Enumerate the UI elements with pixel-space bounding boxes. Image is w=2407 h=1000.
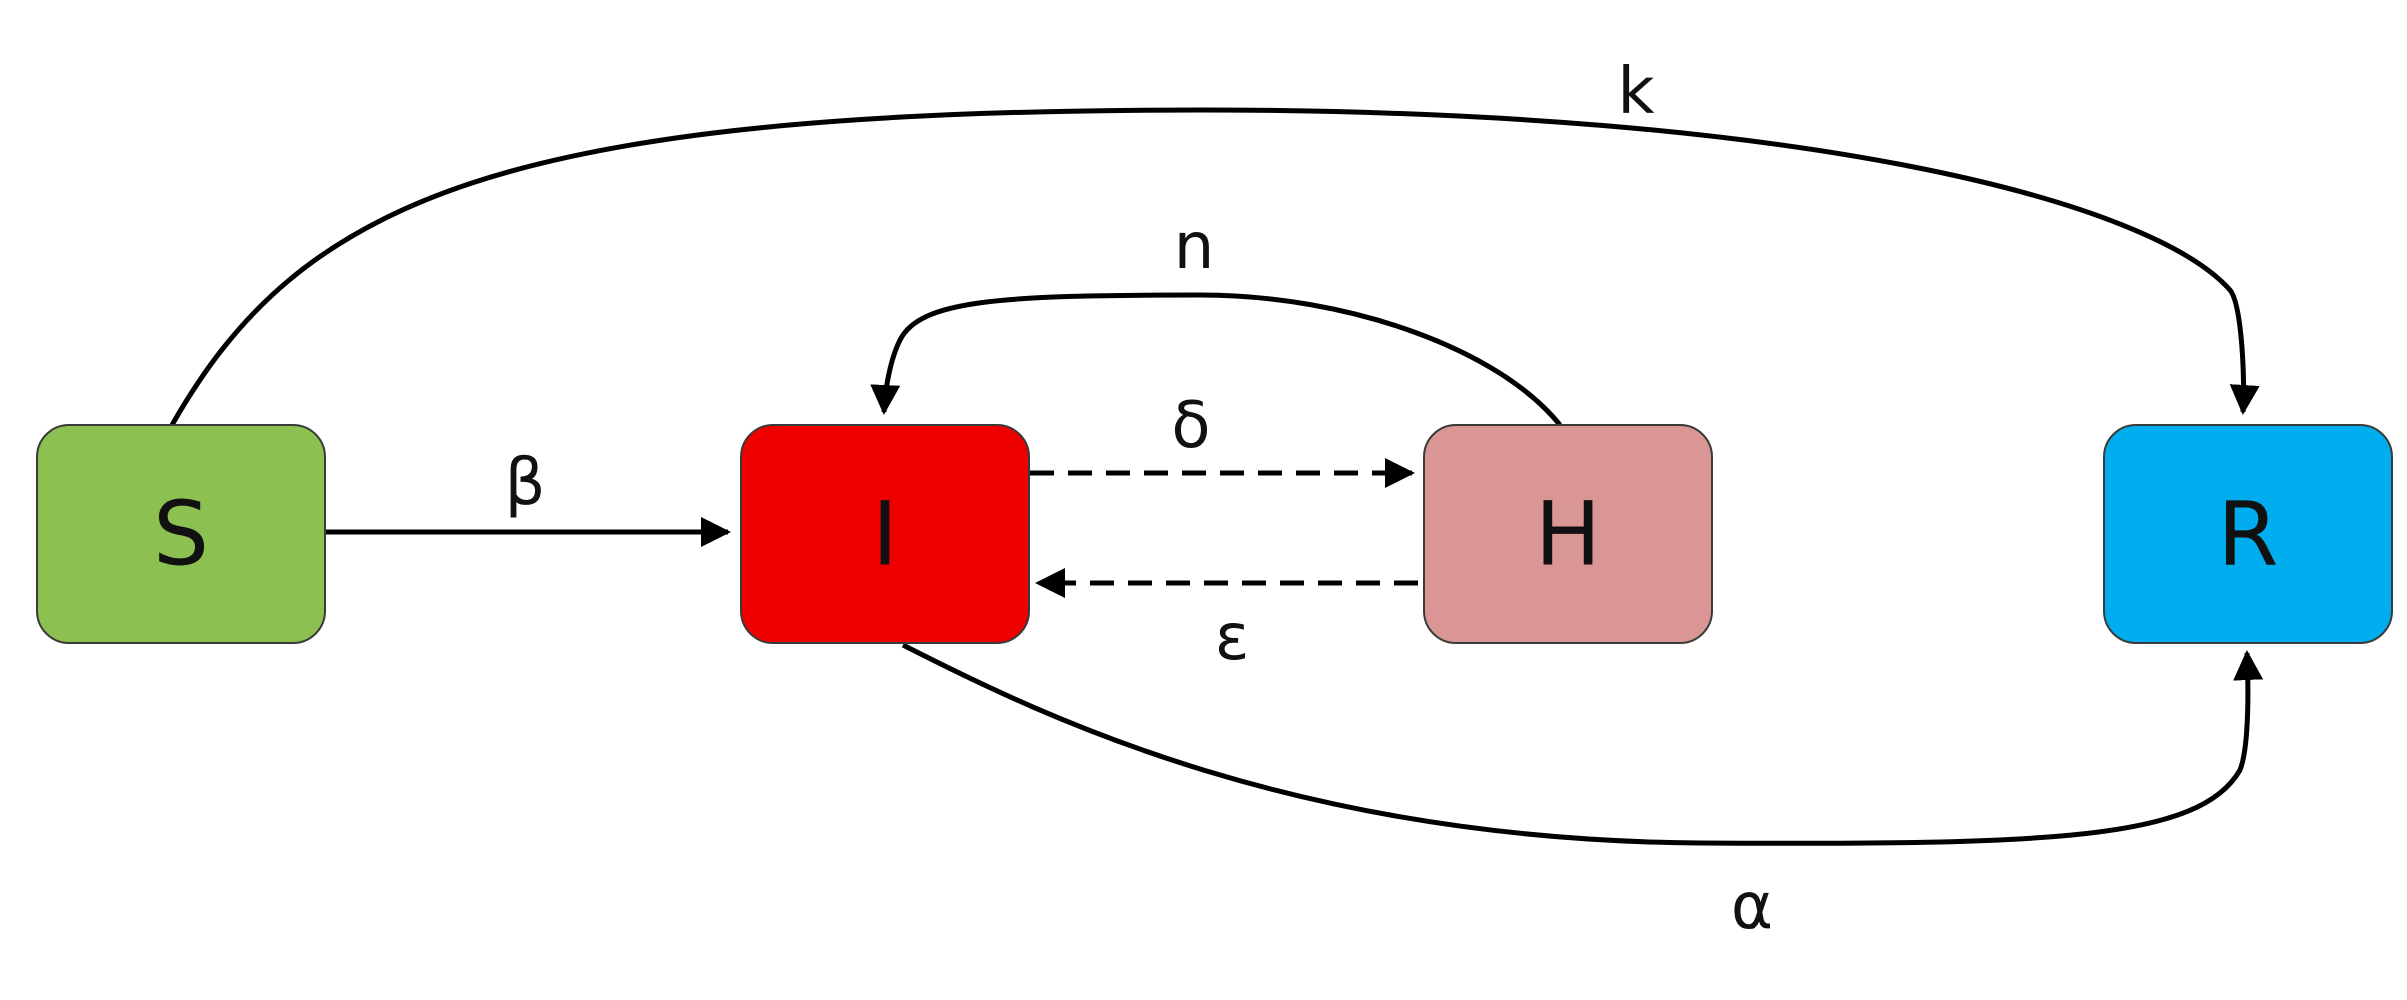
edge-label-epsilon: ε xyxy=(1215,601,1250,675)
node-h: H xyxy=(1423,424,1713,644)
edge-label-k: k xyxy=(1617,55,1654,129)
node-r-label: R xyxy=(2217,483,2278,586)
edge-h-to-i xyxy=(870,292,1562,427)
node-h-box xyxy=(1423,424,1713,644)
node-i: I xyxy=(740,424,1030,644)
edge-label-delta: δ xyxy=(1171,389,1210,463)
edge-i-to-r xyxy=(901,642,2264,846)
node-s-box xyxy=(36,424,326,644)
node-r-box xyxy=(2103,424,2393,644)
node-h-label: H xyxy=(1535,483,1601,586)
node-r: R xyxy=(2103,424,2393,644)
edge-label-beta: β xyxy=(505,446,546,520)
edge-s-to-r xyxy=(169,107,2260,427)
node-s: S xyxy=(36,424,326,644)
edge-label-alpha: α xyxy=(1731,870,1773,944)
node-i-box xyxy=(740,424,1030,644)
node-i-label: I xyxy=(872,483,898,586)
edge-label-n: n xyxy=(1174,210,1215,284)
node-s-label: S xyxy=(153,483,209,586)
